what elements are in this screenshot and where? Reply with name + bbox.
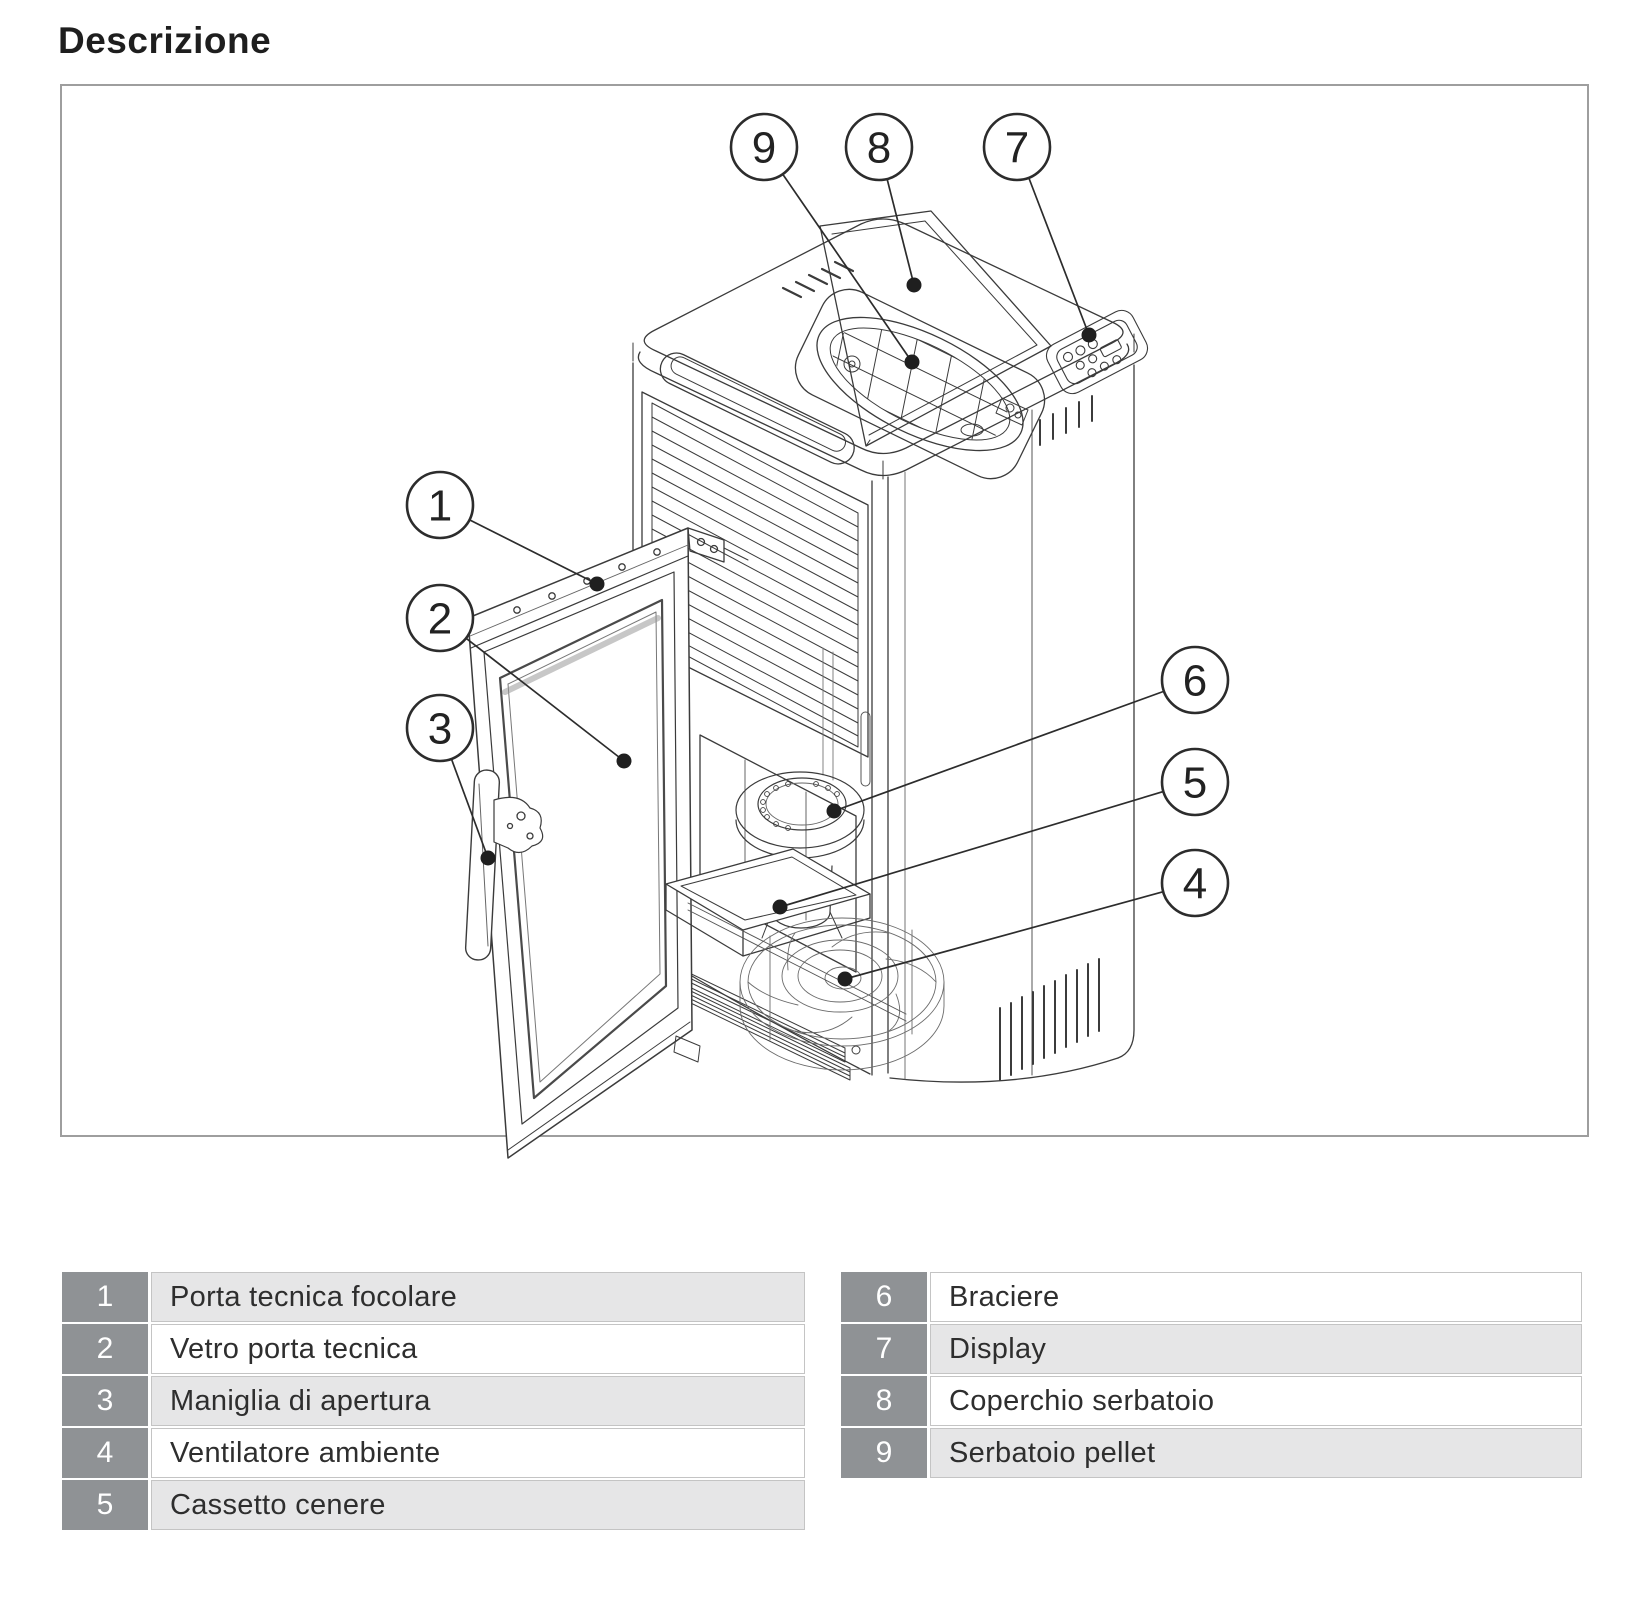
svg-text:7: 7 [1005,124,1029,173]
pellet-tank-opening [794,288,1046,480]
leader-dot-8 [906,277,922,293]
legend-part-label: Cassetto cenere [151,1480,805,1530]
ash-drawer [665,848,871,957]
legend-part-label: Porta tecnica focolare [151,1272,805,1322]
callout-2: 2 [405,583,475,653]
svg-text:1: 1 [428,482,452,531]
leader-line-2 [439,617,625,762]
legend-part-number: 2 [62,1324,148,1374]
legend-part-number: 8 [841,1376,927,1426]
callout-3: 3 [405,693,475,763]
callout-4: 4 [1160,848,1230,918]
leader-dot-2 [616,753,632,769]
svg-text:4: 4 [1183,860,1207,909]
leader-dot-1 [589,576,605,592]
door-hinge [687,527,725,563]
svg-text:3: 3 [428,705,452,754]
leader-line-6 [833,679,1196,812]
legend-part-number: 9 [841,1428,927,1478]
door-glass [498,598,668,1100]
leader-line-5 [779,781,1196,908]
legend-part-number: 4 [62,1428,148,1478]
display-panel [1045,309,1149,395]
leader-line-4 [844,882,1196,980]
leader-dot-5 [772,899,788,915]
legend-part-number: 7 [841,1324,927,1374]
room-fan [687,902,945,1071]
legend-part-number: 1 [62,1272,148,1322]
legend-part-label: Maniglia di apertura [151,1376,805,1426]
right-face-vents [999,395,1100,1081]
page-title: Descrizione [58,20,272,61]
leader-dot-7 [1081,327,1097,343]
door-handle [464,769,544,961]
legend-part-number: 6 [841,1272,927,1322]
legend-part-label: Display [930,1324,1582,1374]
legend-part-label: Coperchio serbatoio [930,1376,1582,1426]
top-edge-slots [781,260,855,299]
svg-text:9: 9 [752,124,776,173]
base-right [889,1057,1119,1083]
technical-door [467,527,749,1159]
svg-text:6: 6 [1183,657,1207,706]
top-face [643,218,1124,455]
tank-hardware [843,355,1029,437]
legend-part-number: 5 [62,1480,148,1530]
legend-part-label: Vetro porta tecnica [151,1324,805,1374]
drawing-frame [60,84,1589,1137]
body-right-edge [1117,364,1135,1059]
callout-6: 6 [1160,645,1230,715]
legend-part-label: Serbatoio pellet [930,1428,1582,1478]
leader-dot-6 [826,803,842,819]
callout-7: 7 [982,112,1052,182]
svg-text:2: 2 [428,595,452,644]
callout-1: 1 [405,470,475,540]
tank-safety-grid [816,305,1024,463]
legend-part-number: 3 [62,1376,148,1426]
stove-line-art [464,210,1149,1159]
callout-balloons: 1 2 3 4 5 6 7 8 9 [405,112,1230,918]
legend-part-label: Ventilatore ambiente [151,1428,805,1478]
leader-dot-9 [904,354,920,370]
svg-text:5: 5 [1183,759,1207,808]
leader-dot-4 [837,971,853,987]
leader-line-9 [763,146,913,363]
callout-8: 8 [844,112,914,182]
front-pillar [871,476,889,1076]
svg-text:8: 8 [867,124,891,173]
leader-dot-3 [480,850,496,866]
callout-9: 9 [729,112,799,182]
legend-part-label: Braciere [930,1272,1582,1322]
top-handle-groove [659,352,855,465]
callout-5: 5 [1160,747,1230,817]
